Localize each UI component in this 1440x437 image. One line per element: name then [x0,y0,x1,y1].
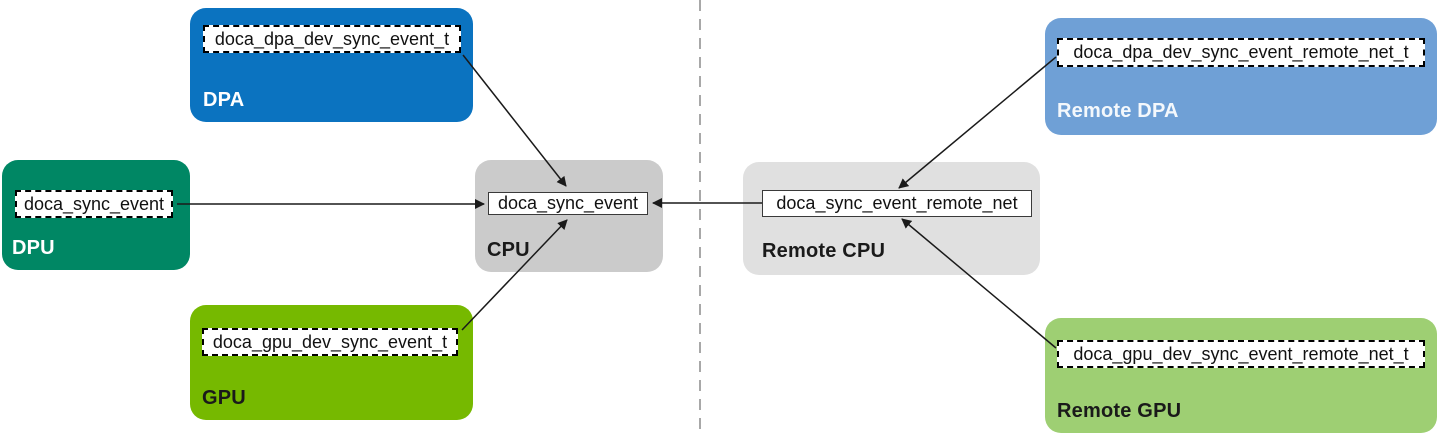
node-label-remote-gpu: Remote GPU [1057,400,1182,422]
chip-doca-dpa-dev-sync-event-remote-net-t: doca_dpa_dev_sync_event_remote_net_t [1057,38,1425,67]
node-remote-dpa: doca_dpa_dev_sync_event_remote_net_t Rem… [1045,18,1437,135]
node-remote-gpu: doca_gpu_dev_sync_event_remote_net_t Rem… [1045,318,1437,433]
node-remote-cpu: doca_sync_event_remote_net Remote CPU [743,162,1040,275]
node-dpa: doca_dpa_dev_sync_event_t DPA [190,8,473,122]
node-gpu: doca_gpu_dev_sync_event_t GPU [190,305,473,420]
node-label-gpu: GPU [202,387,246,409]
node-dpu: doca_sync_event DPU [2,160,190,270]
chip-doca-gpu-dev-sync-event-remote-net-t: doca_gpu_dev_sync_event_remote_net_t [1057,340,1425,368]
node-label-remote-cpu: Remote CPU [762,240,886,262]
node-label-remote-dpa: Remote DPA [1057,100,1179,122]
chip-doca-gpu-dev-sync-event-t: doca_gpu_dev_sync_event_t [202,328,458,356]
node-label-cpu: CPU [487,239,530,261]
chip-doca-dpa-dev-sync-event-t: doca_dpa_dev_sync_event_t [203,25,461,53]
node-label-dpa: DPA [203,89,245,111]
node-label-dpu: DPU [12,237,55,259]
chip-doca-sync-event-cpu: doca_sync_event [488,192,648,215]
node-cpu: doca_sync_event CPU [475,160,663,272]
chip-doca-sync-event-dpu: doca_sync_event [15,190,173,218]
chip-doca-sync-event-remote-net: doca_sync_event_remote_net [762,190,1032,217]
